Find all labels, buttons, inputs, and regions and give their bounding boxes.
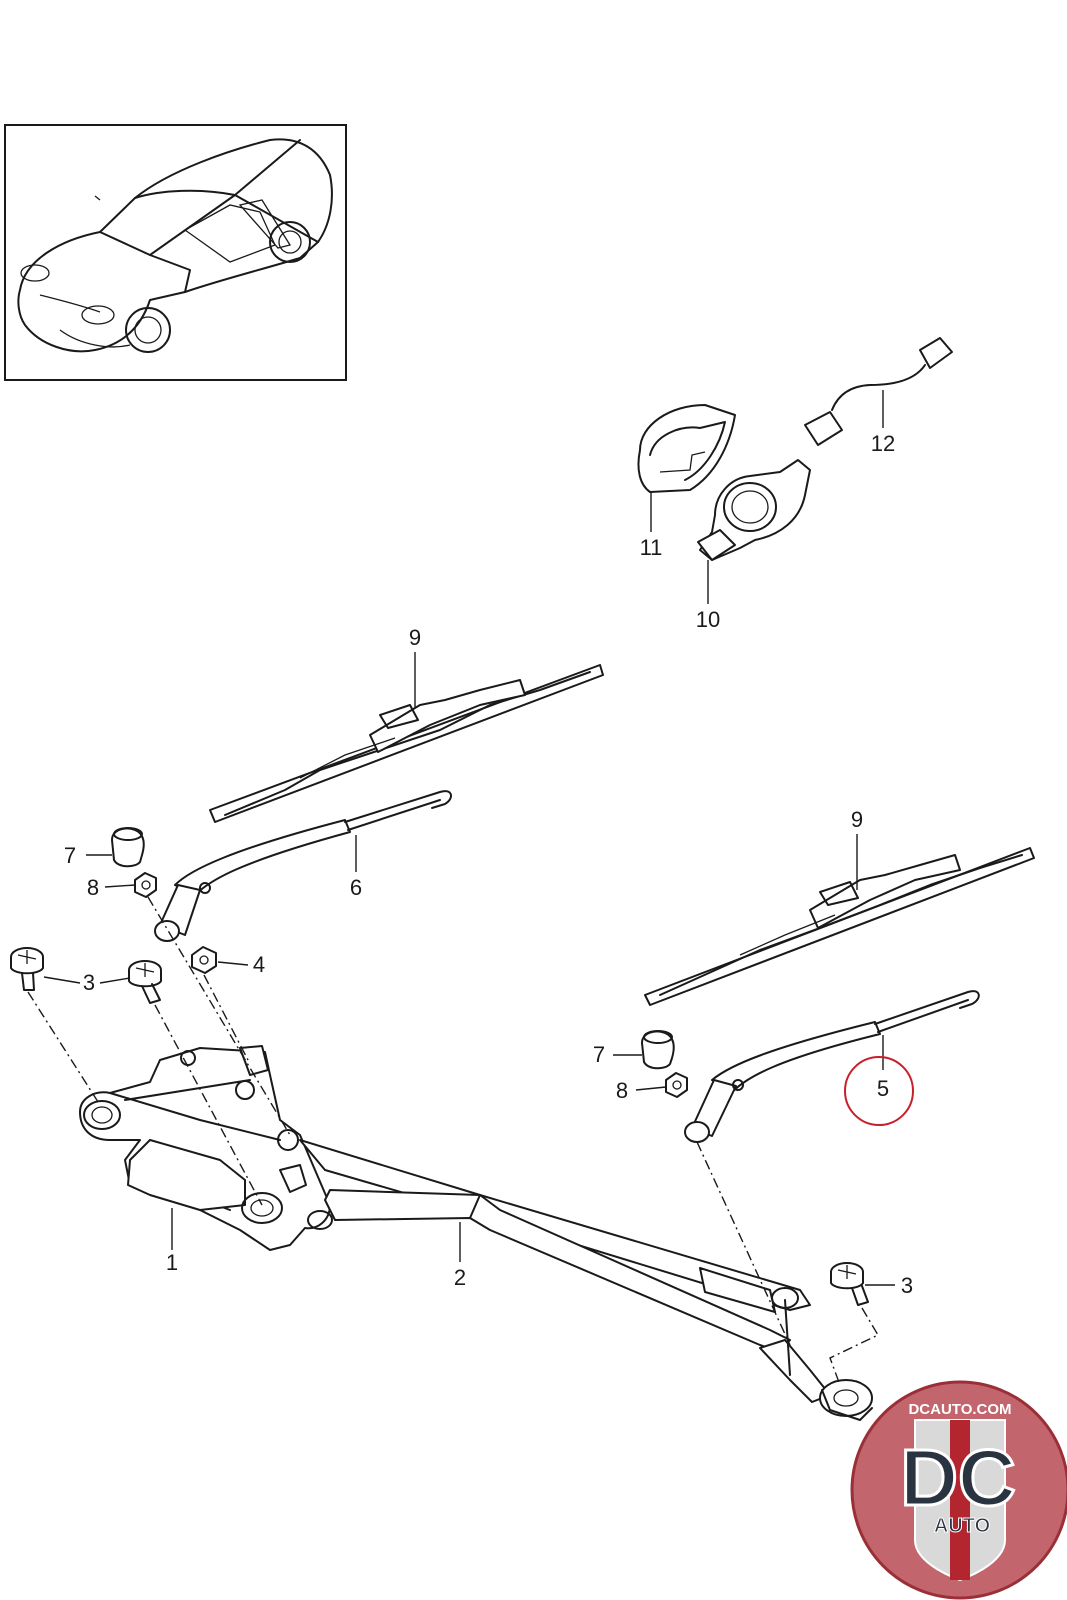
part-8-nut-lower: [665, 1072, 688, 1098]
assembly-centerlines: [27, 896, 879, 1386]
callout-2: 2: [454, 1265, 466, 1290]
callout-7-upper: 7: [64, 843, 76, 868]
callout-11: 11: [640, 535, 663, 560]
callout-1: 1: [166, 1250, 178, 1275]
callout-6: 6: [350, 875, 362, 900]
car-illustration: [17, 138, 333, 353]
part-1-wiper-motor: [79, 1045, 331, 1251]
logo-top-text: DCAUTO.COM: [908, 1401, 1011, 1418]
logo-sub-text: AUTO: [934, 1515, 990, 1537]
callout-8-lower: 8: [616, 1078, 628, 1103]
callout-4: 4: [253, 952, 265, 977]
part-11-sensor-cover: [637, 404, 736, 493]
dcauto-logo: DCAUTO.COM DC AUTO: [850, 1380, 1067, 1600]
callout-5: 5: [877, 1076, 889, 1101]
callout-3-left: 3: [83, 970, 95, 995]
callout-7-lower: 7: [593, 1042, 605, 1067]
part-2-wiper-linkage: [299, 1139, 873, 1421]
part-3-screw-center: [128, 960, 162, 1004]
part-6-left-wiper-arm: [154, 790, 452, 942]
callout-10: 10: [696, 607, 720, 632]
callout-9-lower: 9: [851, 807, 863, 832]
part-9-lower-wiper-blade: [644, 847, 1035, 1006]
highlight-circle: [844, 1056, 914, 1126]
part-5-right-wiper-arm: [684, 990, 980, 1143]
callout-3-right: 3: [901, 1273, 913, 1298]
leader-lines: [43, 390, 895, 1286]
part-8-nut-upper: [134, 872, 157, 898]
part-7-cap-lower: [641, 1030, 675, 1070]
vehicle-overview-inset: [4, 124, 347, 381]
part-12-wire-harness: [804, 337, 953, 446]
callout-labels: 11 12 10 9 9 7 8 6 3 4 7 8 5 1 2 3: [64, 431, 913, 1298]
callout-8-upper: 8: [87, 875, 99, 900]
callout-12: 12: [871, 431, 895, 456]
part-3-screw-right: [830, 1262, 869, 1306]
part-9-upper-wiper-blade: [209, 664, 604, 823]
part-4-nut: [191, 946, 217, 974]
part-10-rain-sensor: [697, 459, 811, 561]
callout-9-upper: 9: [409, 625, 421, 650]
part-3-screw-left: [10, 947, 44, 991]
logo-big-text: DC: [900, 1433, 1016, 1522]
part-7-cap-upper: [111, 827, 145, 868]
